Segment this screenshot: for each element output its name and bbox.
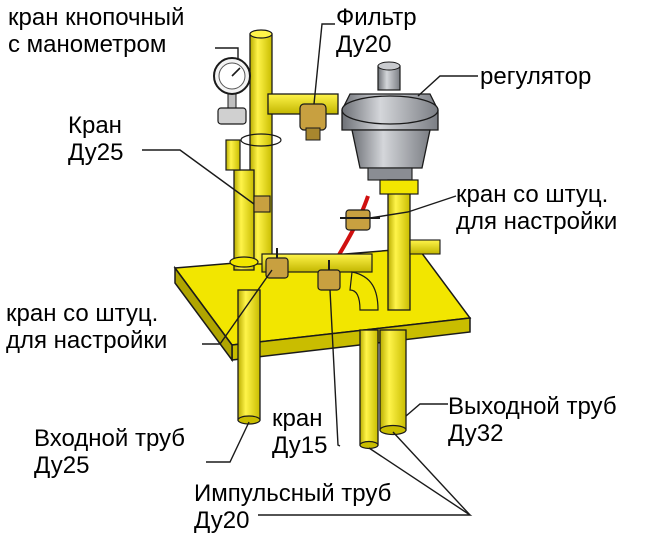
label-fitting-right-line2: для настройки	[456, 208, 618, 235]
leader-impulse-b	[392, 431, 471, 516]
label-impulse-pipe: Импульсный труб Ду20	[194, 480, 391, 534]
fitting-valve-right-icon	[340, 209, 380, 231]
regulator	[341, 61, 439, 181]
label-inlet-pipe-line2: Ду25	[34, 452, 90, 479]
fitting-valve-left-icon	[265, 248, 289, 279]
label-impulse-pipe-line2: Ду20	[194, 507, 250, 534]
label-regulator: регулятор	[480, 63, 591, 90]
leader-regulator	[417, 75, 478, 97]
label-valve-du25-line2: Ду25	[68, 139, 124, 166]
label-fitting-right-line1: кран со штуц.	[456, 181, 609, 208]
valve-du25-icon	[253, 195, 271, 213]
label-fitting-left-line1: кран со штуц.	[6, 300, 159, 327]
label-fitting-left-line2: для настройки	[6, 327, 168, 354]
leader-filter	[313, 23, 335, 105]
filter	[299, 103, 327, 141]
valve-du15-icon	[317, 260, 341, 291]
label-valve-du15-line1: кран	[272, 405, 323, 432]
label-impulse-pipe-line1: Импульсный труб	[194, 480, 392, 507]
label-filter-line2: Ду20	[336, 31, 392, 58]
leader-knob-valve	[215, 47, 239, 60]
leader-outlet	[405, 403, 448, 417]
leader-valve-du25	[142, 149, 255, 205]
inlet-pipe	[237, 289, 261, 425]
outlet-pipe	[379, 329, 407, 436]
leader-fitting-left	[202, 269, 273, 345]
plate-cross-pipe	[261, 253, 379, 311]
label-fitting-right: кран со штуц. для настройки	[456, 181, 617, 235]
label-regulator-line1: регулятор	[480, 63, 592, 90]
label-inlet-pipe: Входной труб Ду25	[34, 425, 185, 479]
impulse-pipe	[359, 329, 379, 450]
label-inlet-pipe-line1: Входной труб	[34, 425, 186, 452]
label-fitting-left: кран со штуц. для настройки	[6, 300, 167, 354]
label-filter: Фильтр Ду20	[336, 4, 417, 58]
leader-fitting-right	[369, 195, 457, 219]
label-valve-du25-line1: Кран	[68, 112, 122, 139]
leader-du15	[329, 289, 341, 447]
label-knob-valve-line2: с манометром	[8, 31, 167, 58]
leader-inlet	[206, 421, 250, 463]
label-knob-valve-line1: кран кнопочный	[8, 4, 185, 31]
label-outlet-pipe: Выходной труб Ду32	[448, 393, 617, 447]
label-valve-du25: Кран Ду25	[68, 112, 123, 166]
leader-lines	[142, 23, 478, 516]
gauge-icon	[213, 57, 251, 125]
label-outlet-pipe-line2: Ду32	[448, 420, 504, 447]
label-knob-valve: кран кнопочный с манометром	[8, 4, 184, 58]
label-outlet-pipe-line1: Выходной труб	[448, 393, 617, 420]
label-valve-du15-line2: Ду15	[272, 432, 328, 459]
label-valve-du15: кран Ду15	[272, 405, 327, 459]
bypass-leg	[225, 139, 259, 271]
label-filter-line1: Фильтр	[336, 4, 417, 31]
